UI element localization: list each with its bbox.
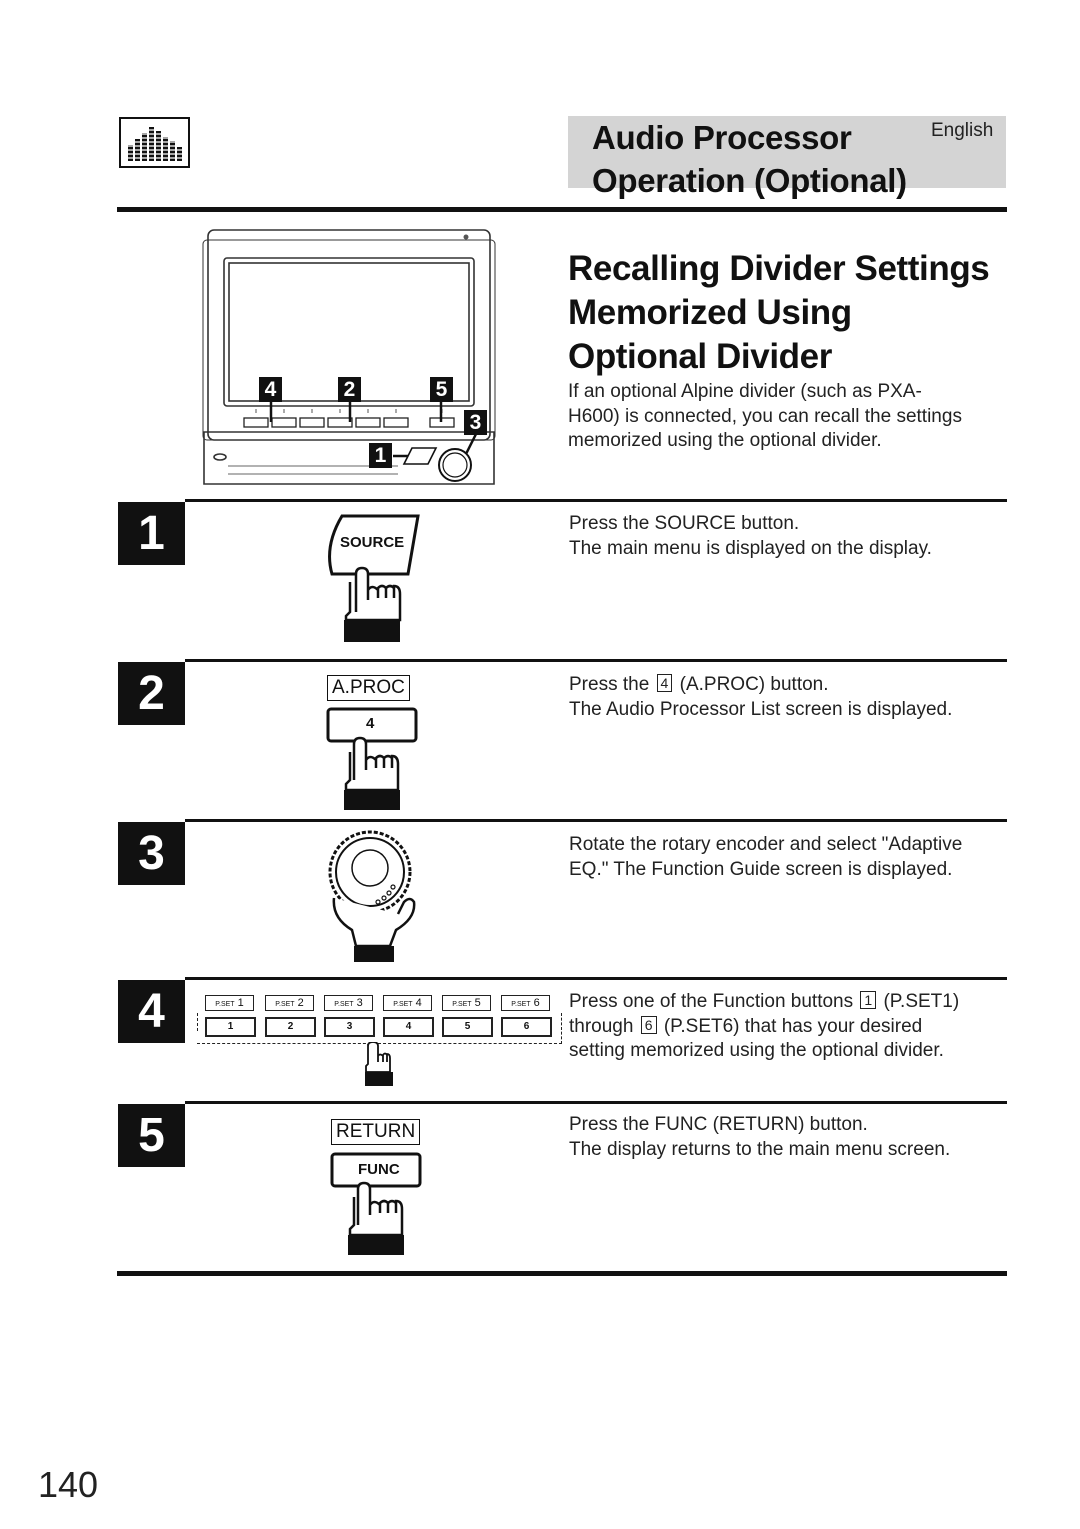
step-2-line2: The Audio Processor List screen is displ…: [569, 698, 953, 720]
function-button-2[interactable]: 2: [265, 1017, 316, 1037]
step-5-number: 5: [118, 1104, 185, 1167]
callout-2: 2: [338, 377, 361, 402]
pset-button-group-2: P.SET 2 2: [265, 995, 316, 1037]
equalizer-icon: [119, 117, 190, 168]
step-4-key2: 6: [640, 1015, 657, 1034]
section-title: Recalling Divider Settings Memorized Usi…: [568, 247, 990, 379]
pset-label-4: P.SET 4: [383, 995, 432, 1011]
function-button-1[interactable]: 1: [205, 1017, 256, 1037]
step-3-line1: Rotate the rotary encoder and select "Ad…: [569, 834, 963, 855]
step-1-illustration: SOURCE: [320, 512, 424, 646]
step-4-line1-post: (P.SET1): [883, 991, 960, 1012]
function-button-3[interactable]: 3: [324, 1017, 375, 1037]
step-2-key: 4: [656, 674, 673, 692]
step-5-illustration: FUNC: [328, 1151, 424, 1257]
pset-button-group-3: P.SET 3 3: [324, 995, 375, 1037]
step-4-line3: setting memorized using the optional div…: [569, 1040, 944, 1061]
a-proc-button-number: 4: [366, 715, 375, 732]
a-proc-label: A.PROC: [327, 675, 410, 701]
page-number: 140: [38, 1464, 99, 1505]
pset-button-group-4: P.SET 4 4: [383, 995, 434, 1037]
section-title-line2: Memorized Using: [568, 293, 852, 332]
step-2-text: Press the 4 (A.PROC) button. The Audio P…: [569, 673, 952, 722]
step-3-line2: EQ." The Function Guide screen is displa…: [569, 858, 953, 880]
callout-3: 3: [464, 410, 487, 435]
pressing-hand-icon: [360, 1041, 396, 1088]
step-5-line1: Press the FUNC (RETURN) button.: [569, 1114, 868, 1135]
header-rule: [117, 207, 1007, 212]
pset-label-1: P.SET 1: [205, 995, 254, 1011]
header-title-band: [568, 116, 1006, 188]
page-header-title: Audio Processor Operation (Optional): [592, 116, 907, 202]
step-2-line1-post: (A.PROC) button.: [679, 674, 829, 695]
step-2-number: 2: [118, 662, 185, 725]
step-2-illustration: 4: [324, 706, 420, 812]
intro-line2: H600) is connected, you can recall the s…: [568, 405, 962, 427]
intro-text: If an optional Alpine divider (such as P…: [568, 380, 962, 454]
callout-1: 1: [369, 443, 392, 468]
step-3-text: Rotate the rotary encoder and select "Ad…: [569, 833, 962, 882]
function-button-5[interactable]: 5: [442, 1017, 493, 1037]
header-title-line1: Audio Processor: [592, 119, 852, 156]
step-1-line2: The main menu is displayed on the displa…: [569, 537, 932, 559]
header-title-line2: Operation (Optional): [592, 162, 907, 199]
return-label: RETURN: [331, 1119, 421, 1145]
step-1-number: 1: [118, 502, 185, 565]
pset-label-2: P.SET 2: [265, 995, 314, 1011]
function-button-4[interactable]: 4: [383, 1017, 434, 1037]
section-title-line1: Recalling Divider Settings: [568, 249, 990, 288]
pset-label-6: P.SET 6: [501, 995, 550, 1011]
step-4-rule: [185, 977, 1007, 980]
func-button-label: FUNC: [358, 1161, 400, 1178]
step-3-number: 3: [118, 822, 185, 885]
head-unit-illustration: 4 2 5 3 1: [198, 226, 498, 490]
pset-button-group-5: P.SET 5 5: [442, 995, 493, 1037]
section-title-line3: Optional Divider: [568, 337, 832, 376]
rotary-encoder-illustration: [326, 826, 418, 964]
step-4-text: Press one of the Function buttons 1 (P.S…: [569, 990, 959, 1064]
step-4-line2-post: (P.SET6) that has your desired: [663, 1015, 923, 1037]
intro-line1: If an optional Alpine divider (such as P…: [568, 381, 922, 402]
dashed-frame-left-edge: [197, 1013, 200, 1031]
source-button-label: SOURCE: [340, 534, 405, 551]
language-label: English: [931, 120, 994, 141]
step-1-line1: Press the SOURCE button.: [569, 513, 800, 534]
step-5-rule: [185, 1101, 1007, 1104]
footer-rule: [117, 1271, 1007, 1276]
step-1-text: Press the SOURCE button. The main menu i…: [569, 512, 932, 561]
step-5-text: Press the FUNC (RETURN) button. The disp…: [569, 1113, 950, 1162]
function-buttons-dashed-frame: [197, 1013, 562, 1044]
step-4-number: 4: [118, 980, 185, 1043]
function-button-6[interactable]: 6: [501, 1017, 552, 1037]
step-2-rule: [185, 659, 1007, 662]
step-4-key1: 1: [860, 991, 877, 1009]
callout-4: 4: [259, 377, 282, 402]
pset-button-group-6: P.SET 6 6: [501, 995, 552, 1037]
step-1-rule: [185, 499, 1007, 502]
intro-line3: memorized using the optional divider.: [568, 430, 882, 451]
step-4-line2-pre: through: [569, 1015, 634, 1037]
step-3-rule: [185, 819, 1007, 822]
pset-button-group-1: P.SET 1 1: [205, 995, 256, 1037]
step-4-line1-pre: Press one of the Function buttons: [569, 991, 854, 1012]
pset-label-5: P.SET 5: [442, 995, 491, 1011]
callout-5: 5: [430, 377, 453, 402]
step-5-line2: The display returns to the main menu scr…: [569, 1138, 951, 1160]
step-2-line1-pre: Press the: [569, 674, 650, 695]
pset-label-3: P.SET 3: [324, 995, 373, 1011]
